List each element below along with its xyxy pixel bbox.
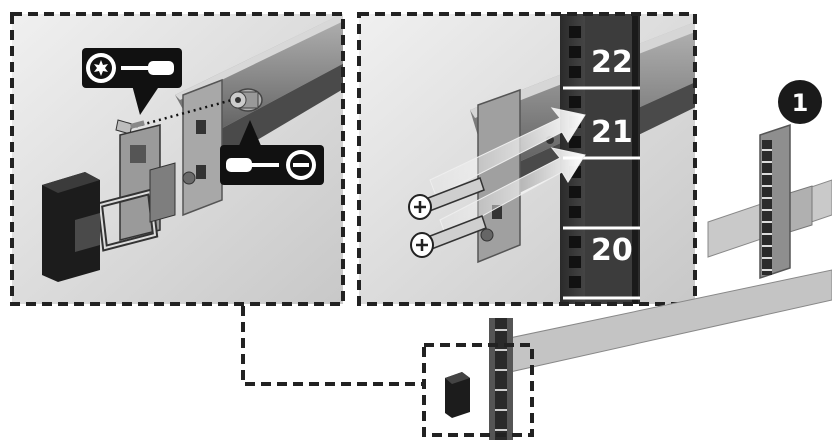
zoom-indicator-box	[422, 343, 534, 437]
mounting-screws-right	[408, 177, 487, 258]
callout-connector-line	[241, 306, 424, 386]
flathead-screwdriver-callout	[220, 120, 324, 185]
torx-screwdriver-callout	[82, 48, 182, 115]
left-detail-panel	[10, 12, 345, 306]
rail-clip	[96, 124, 176, 252]
step-number: 1	[792, 89, 809, 117]
rail-spacer-block	[42, 172, 100, 282]
rack-unit-label-20: 20	[591, 233, 633, 268]
step-number-badge: 1	[778, 80, 822, 124]
overview-rack-post	[707, 123, 832, 280]
flathead-screwdriver-icon	[226, 150, 316, 180]
left-rail	[175, 14, 343, 217]
captive-nut	[229, 88, 263, 112]
torx-screwdriver-icon	[94, 60, 174, 76]
rack-unit-label-22: 22	[591, 45, 633, 80]
insertion-arrows	[429, 107, 586, 237]
rack-post: 22 21 20	[560, 14, 640, 304]
bottom-overview	[241, 269, 832, 440]
right-detail-panel: 22 21 20	[357, 12, 697, 306]
rail-spacer-block-overview	[445, 372, 470, 418]
rack-unit-label-21: 21	[591, 115, 633, 150]
